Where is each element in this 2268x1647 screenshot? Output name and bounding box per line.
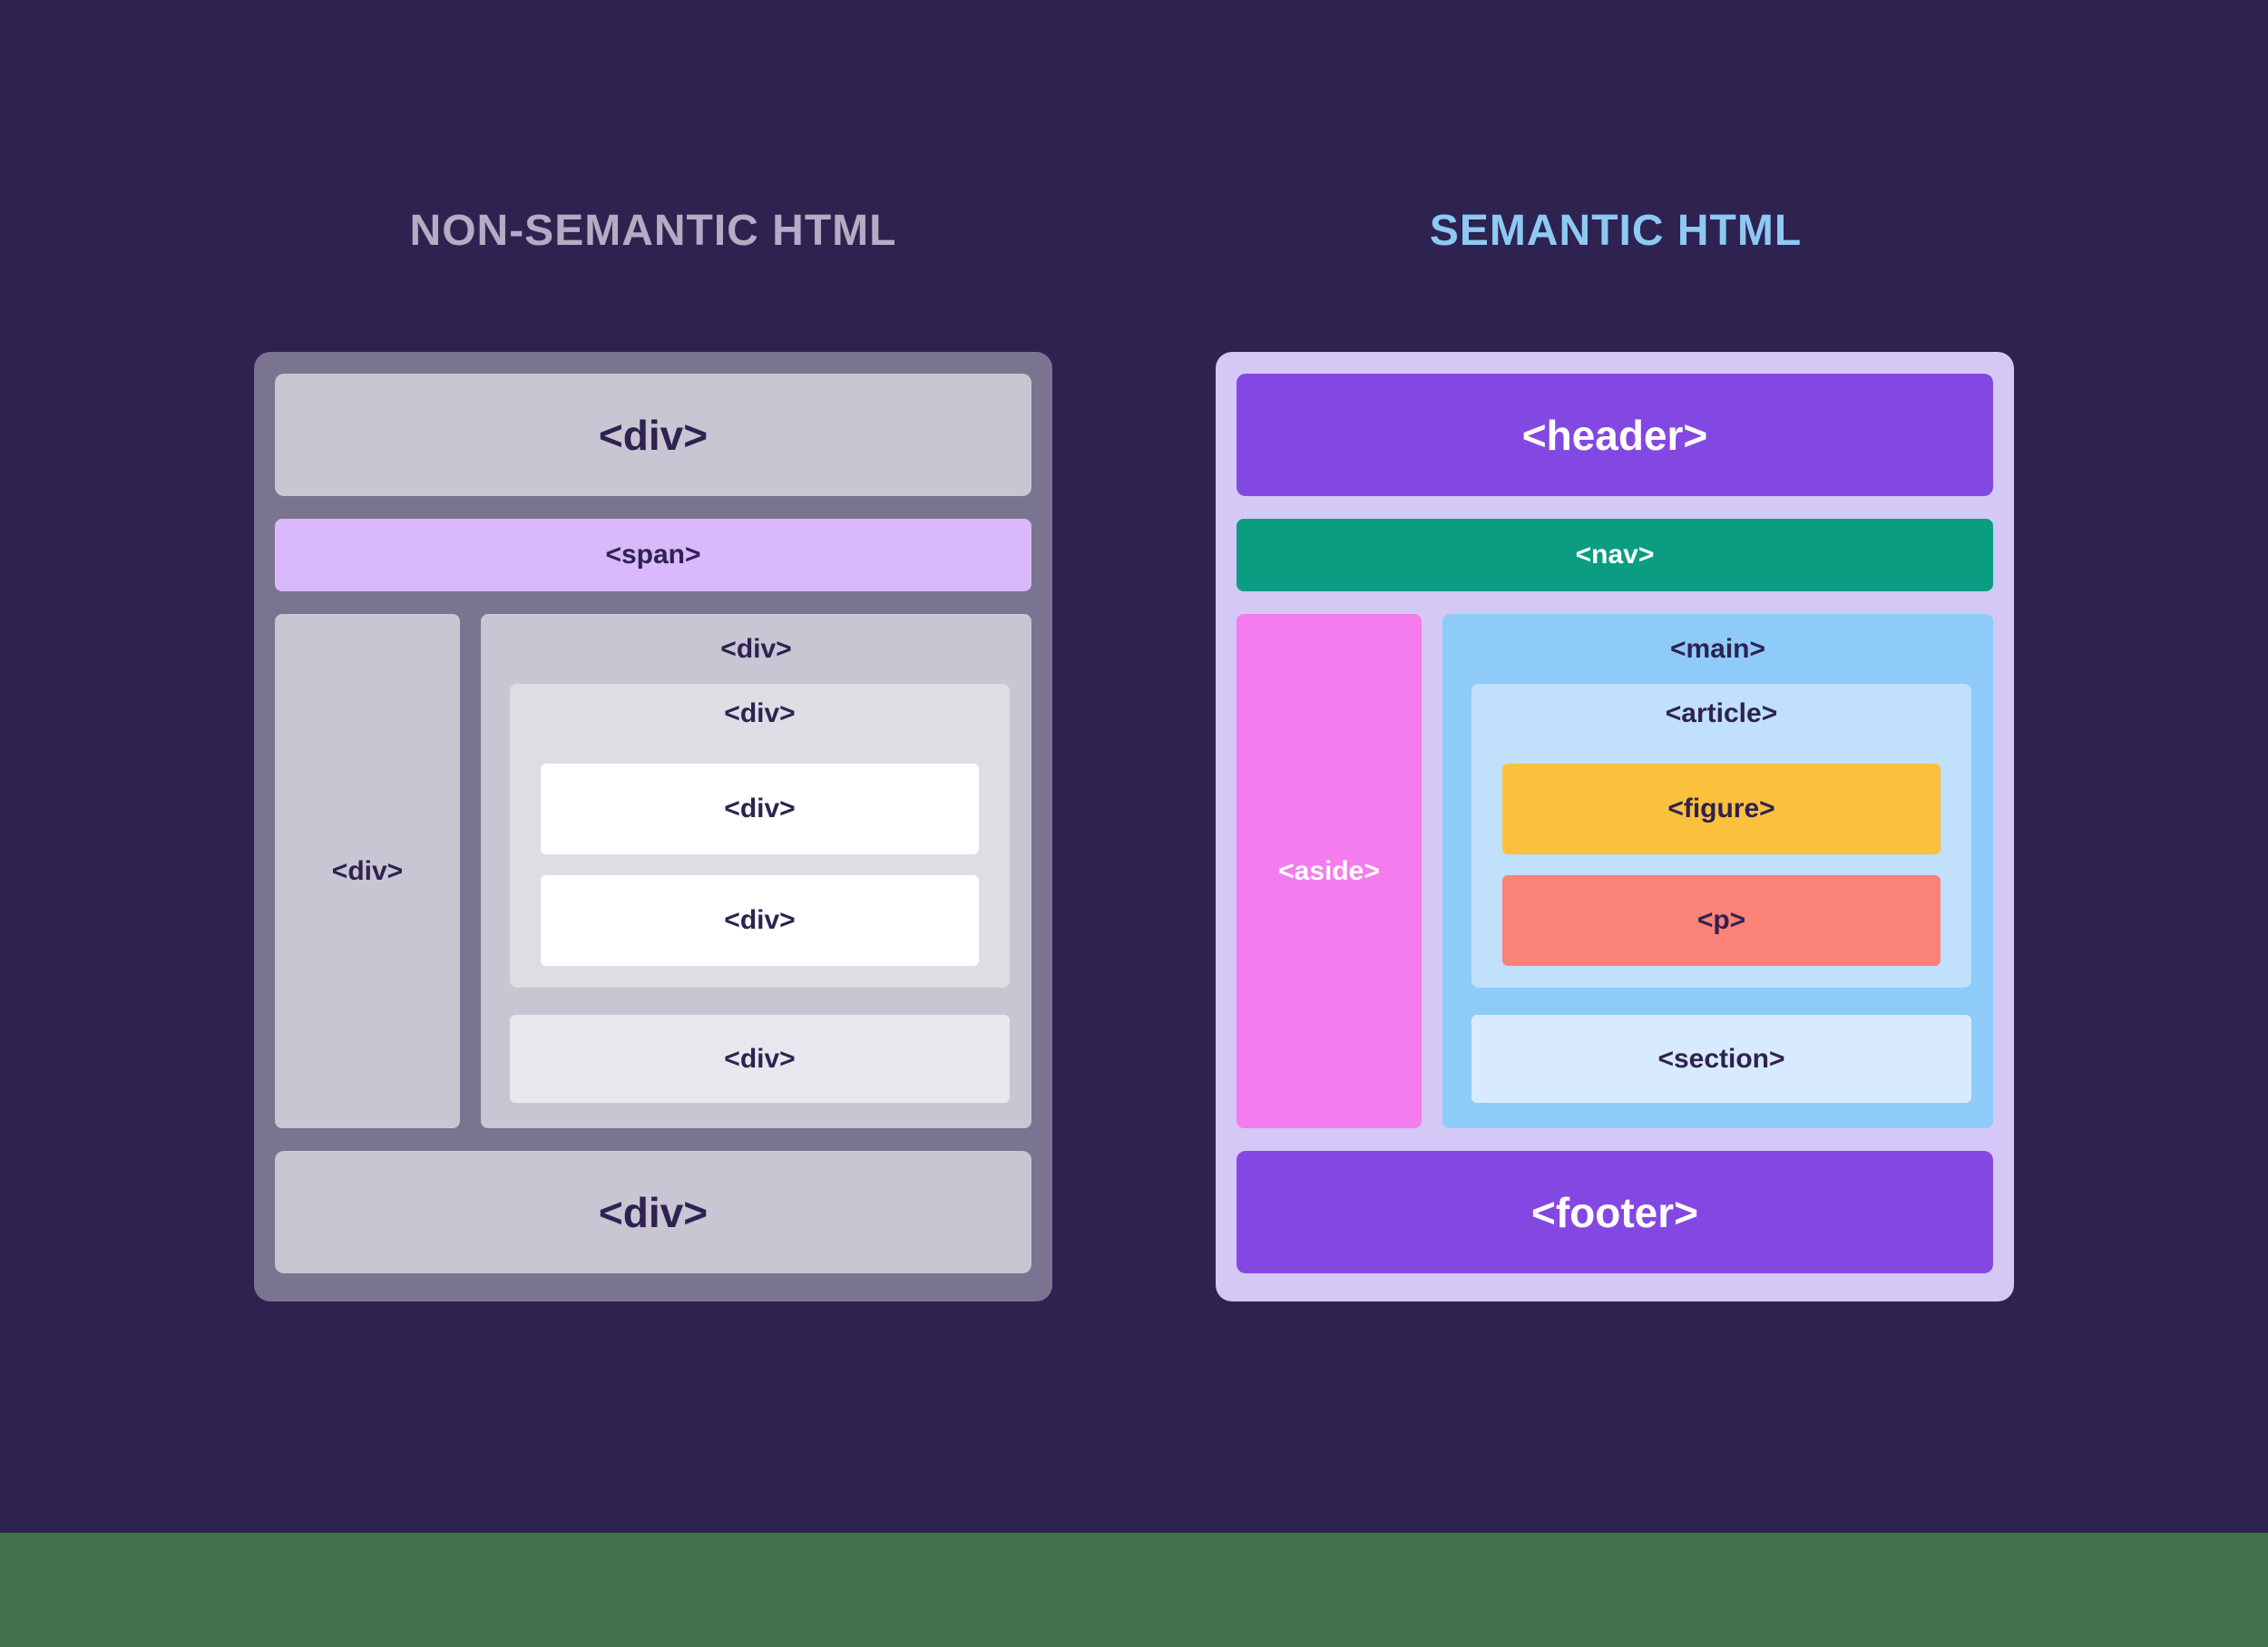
div-nested-block: <div> <div> <div> bbox=[510, 684, 1010, 988]
div-content-label: <div> bbox=[720, 633, 792, 664]
non-semantic-middle-row: <div> <div> <div> <div> <div> <div> bbox=[275, 614, 1031, 1128]
div-side-block: <div> bbox=[275, 614, 460, 1128]
nav-block: <nav> bbox=[1237, 519, 1993, 591]
p-block: <p> bbox=[1502, 875, 1941, 966]
semantic-title: SEMANTIC HTML bbox=[1429, 206, 1803, 255]
main-block: <main> <article> <figure> <p> <section> bbox=[1442, 614, 1993, 1128]
figure-block: <figure> bbox=[1502, 764, 1941, 854]
bottom-green-bar bbox=[0, 1533, 2268, 1647]
article-label: <article> bbox=[1665, 697, 1778, 728]
div-nested-item: <div> bbox=[541, 764, 979, 854]
div-nested-label: <div> bbox=[724, 697, 796, 728]
div-lower-block: <div> bbox=[510, 1015, 1010, 1103]
footer-block: <footer> bbox=[1237, 1151, 1993, 1273]
div-bottom-block: <div> bbox=[275, 1151, 1031, 1273]
semantic-panel: <header> <nav> <aside> <main> <article> … bbox=[1216, 352, 2014, 1301]
article-block: <article> <figure> <p> bbox=[1471, 684, 1971, 988]
div-nested-item: <div> bbox=[541, 875, 979, 966]
div-content-block: <div> <div> <div> <div> <div> bbox=[481, 614, 1031, 1128]
section-block: <section> bbox=[1471, 1015, 1971, 1103]
span-block: <span> bbox=[275, 519, 1031, 591]
aside-block: <aside> bbox=[1237, 614, 1422, 1128]
main-label: <main> bbox=[1669, 633, 1766, 664]
div-top-block: <div> bbox=[275, 374, 1031, 496]
non-semantic-title: NON-SEMANTIC HTML bbox=[409, 206, 897, 255]
header-block: <header> bbox=[1237, 374, 1993, 496]
semantic-middle-row: <aside> <main> <article> <figure> <p> <s… bbox=[1237, 614, 1993, 1128]
non-semantic-panel: <div> <span> <div> <div> <div> <div> <di… bbox=[254, 352, 1052, 1301]
